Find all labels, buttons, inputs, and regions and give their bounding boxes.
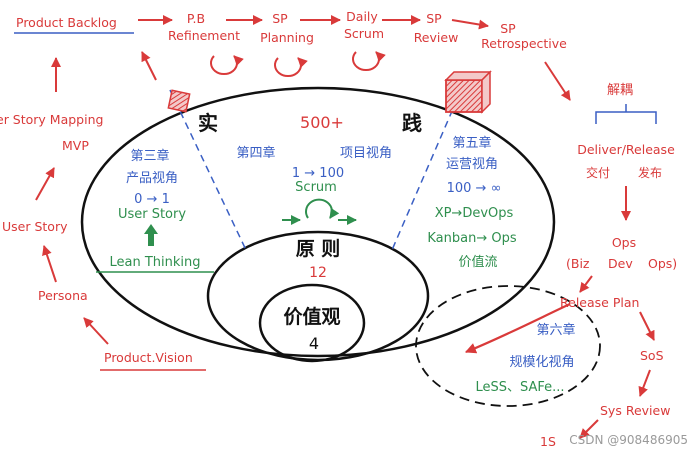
loop-planning-icon	[274, 57, 308, 78]
decouple-label: 解耦	[607, 83, 633, 98]
pb-refinement-line1: P.B	[187, 11, 205, 26]
loop-refinement-icon	[210, 55, 244, 76]
ch3-user-story: User Story	[118, 207, 186, 222]
arrow-persona-to-userstory	[42, 245, 57, 283]
ch3-subtitle: 产品视角	[126, 171, 178, 186]
divider-right	[391, 87, 463, 251]
ch3-up-arrow-icon	[144, 224, 158, 246]
values-count: 4	[309, 334, 319, 353]
arrow-block-to-backlog	[141, 51, 157, 81]
ch6-frameworks: LeSS、SAFe...	[475, 380, 564, 395]
bottom-cut-label: 1S	[540, 434, 556, 449]
deliver-cn-label: 交付	[586, 165, 610, 180]
sys-review-label: Sys Review	[600, 403, 670, 418]
arrow-sos-to-sysreview	[638, 369, 651, 397]
ch4-title: 第四章	[236, 145, 275, 161]
deliver-release-label: Deliver/Release	[577, 142, 675, 157]
sos-label: SoS	[640, 348, 664, 363]
arrow-sysreview-down	[579, 419, 599, 439]
ch3-range: 0 → 1	[134, 192, 170, 207]
ch5-range: 100 → ∞	[447, 181, 502, 196]
arrow-review-to-retro	[451, 19, 489, 30]
ops-label: Ops	[612, 235, 636, 250]
sp-review-line1: SP	[426, 11, 442, 26]
values-label: 价值观	[283, 305, 340, 328]
principle-label: 原 则	[296, 238, 341, 260]
ch4-scrum-loop-icon	[305, 198, 340, 219]
watermark-text: CSDN @908486905	[569, 433, 688, 447]
product-backlog-label: Product Backlog	[16, 15, 117, 30]
loop-daily-icon	[352, 51, 386, 72]
product-vision-label: Product.Vision	[104, 350, 193, 365]
release-cn-label: 发布	[638, 165, 662, 180]
daily-scrum-line1: Daily	[346, 9, 378, 24]
ch5-xp-devops: XP→DevOps	[435, 206, 514, 221]
ch5-title: 第五章	[452, 135, 491, 151]
divider-left	[169, 89, 247, 251]
sp-retro-line1: SP	[500, 21, 516, 36]
ops-biz-label: (Biz	[566, 256, 590, 271]
ch5-value-stream: 价值流	[458, 254, 497, 270]
practice-ellipse	[80, 86, 556, 358]
ch3-lean-thinking: Lean Thinking	[109, 255, 200, 270]
sp-review-line2: Review	[414, 30, 459, 45]
left-hatched-block	[167, 89, 191, 113]
ch6-title: 第六章	[536, 322, 575, 338]
mvp-label: MVP	[62, 138, 89, 153]
ops-dev-label: Dev	[608, 256, 633, 271]
ch4-range: 1 → 100	[292, 166, 344, 181]
deliver-bracket	[595, 104, 657, 124]
ch3-title: 第三章	[130, 148, 169, 164]
persona-label: Persona	[38, 288, 88, 303]
ch5-subtitle: 运营视角	[446, 157, 498, 172]
arrow-retro-to-decouple	[544, 61, 571, 101]
ch5-kanban-ops: Kanban→ Ops	[427, 231, 516, 246]
arrow-release-plan-to-scale	[464, 303, 571, 354]
right-hatched-cube	[444, 70, 492, 114]
sp-planning-line2: Planning	[260, 30, 314, 45]
practice-count: 500+	[300, 113, 344, 132]
values-ellipse	[258, 283, 366, 363]
sp-retro-line2: Retrospective	[481, 36, 567, 51]
user-story-left-label: User Story	[2, 219, 68, 234]
arrow-ops-to-release-plan	[579, 275, 593, 293]
story-mapping-label: er Story Mapping	[0, 112, 103, 127]
release-plan-label: Release Plan	[560, 295, 639, 310]
ch4-subtitle: 项目视角	[340, 146, 392, 161]
scale-dashed-ellipse	[415, 285, 601, 407]
practice-right-char: 践	[402, 111, 422, 135]
arrow-vision-to-persona	[83, 317, 109, 345]
principle-count: 12	[309, 265, 327, 281]
daily-scrum-line2: Scrum	[344, 26, 384, 41]
arrow-release-plan-to-sos	[639, 311, 655, 341]
practice-left-char: 实	[198, 111, 218, 135]
ch6-subtitle: 规模化视角	[509, 355, 574, 370]
arrow-userstory-to-storymap	[35, 167, 55, 201]
sp-planning-line1: SP	[272, 11, 288, 26]
pb-refinement-line2: Refinement	[168, 28, 240, 43]
ch4-scrum: Scrum	[295, 180, 337, 195]
ops-ops-label: Ops)	[648, 256, 677, 271]
